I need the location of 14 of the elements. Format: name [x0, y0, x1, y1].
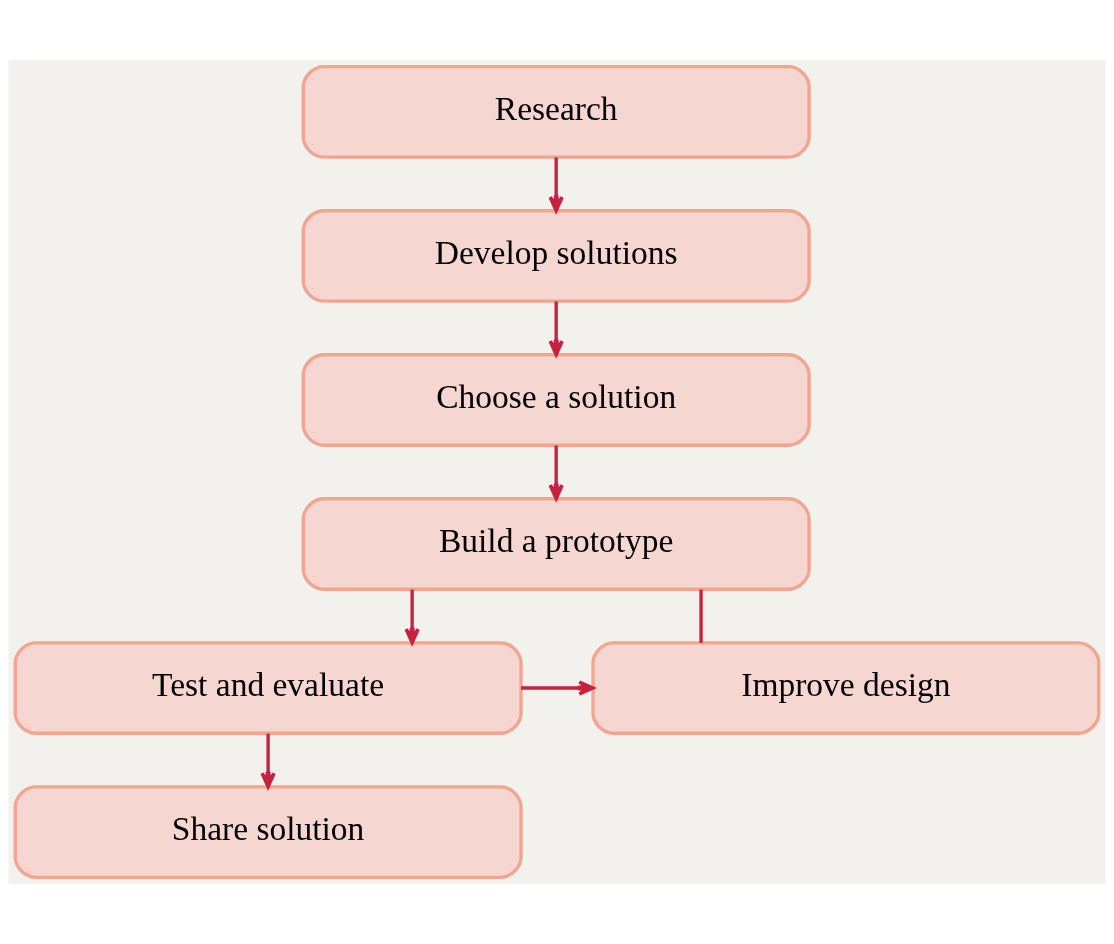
arrow [548, 445, 564, 501]
node-box: Share solution [13, 785, 523, 879]
arrow [548, 157, 564, 213]
arrow [404, 589, 420, 645]
arrow [548, 301, 564, 357]
node-box: Develop solutions [301, 209, 811, 303]
arrow [521, 680, 595, 696]
node-box: Research [301, 65, 811, 159]
arrow [260, 733, 276, 789]
node-box: Improve design [591, 641, 1101, 735]
node-box: Choose a solution [301, 353, 811, 447]
node-box: Test and evaluate [13, 641, 523, 735]
connector [699, 589, 703, 643]
node-box: Build a prototype [301, 497, 811, 591]
